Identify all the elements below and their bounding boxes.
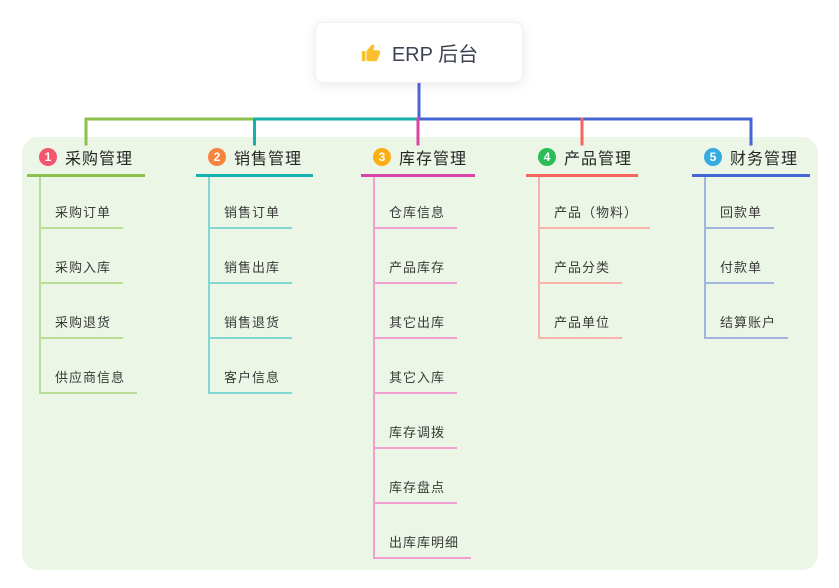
branches-panel [22,137,818,570]
child-node[interactable]: 产品分类 [538,257,623,284]
child-node-row: 回款单 [704,177,810,229]
branch-column: 1 采购管理采购订单采购入库采购退货供应商信息 [27,139,145,394]
root-node[interactable]: ERP 后台 [315,22,523,83]
branch-children: 采购订单采购入库采购退货供应商信息 [27,177,145,394]
root-node-title: ERP 后台 [391,44,479,66]
child-connector-line [39,177,41,394]
child-connector-line [373,177,375,559]
child-node[interactable]: 仓库信息 [373,202,458,229]
child-node[interactable]: 库存调拨 [373,422,458,449]
child-connector-line [704,177,706,339]
branch-children: 回款单付款单结算账户 [692,177,810,339]
child-node-row: 产品（物料） [538,177,651,229]
child-node[interactable]: 采购退货 [39,312,124,339]
branch-children: 产品（物料） 产品分类产品单位 [526,177,651,339]
child-connector-line [538,177,540,339]
child-node[interactable]: 其它出库 [373,312,458,339]
branch-node-label: 采购管理 [65,150,134,168]
branch-number-badge: 1 [39,147,57,166]
child-node-row: 采购退货 [39,284,145,339]
child-node-row: 销售退货 [208,284,313,339]
branch-children: 仓库信息产品库存其它出库其它入库库存调拨库存盘点出库库明细 [361,177,475,559]
branch-node[interactable]: 1 采购管理 [27,139,145,177]
child-node-row: 供应商信息 [39,339,145,394]
child-node-row: 库存调拨 [373,394,475,449]
branch-node-label: 财务管理 [730,150,799,168]
branch-node[interactable]: 3 库存管理 [361,139,475,177]
child-node[interactable]: 回款单 [704,202,775,229]
branch-number-badge: 4 [538,147,556,166]
branch-column: 3 库存管理仓库信息产品库存其它出库其它入库库存调拨库存盘点出库库明细 [361,139,475,559]
child-node[interactable]: 产品（物料） [538,202,651,229]
branch-number-badge: 5 [704,147,722,166]
child-node[interactable]: 付款单 [704,257,775,284]
child-node-row: 结算账户 [704,284,810,339]
branch-number-badge: 2 [208,147,226,166]
child-node-row: 付款单 [704,229,810,284]
child-node[interactable]: 产品库存 [373,257,458,284]
child-node-row: 产品分类 [538,229,638,284]
child-node-row: 采购订单 [39,177,145,229]
child-connector-line [208,177,210,394]
child-node-row: 产品库存 [373,229,475,284]
branch-column: 5 财务管理回款单付款单结算账户 [692,139,810,339]
branch-column: 2 销售管理销售订单销售出库销售退货客户信息 [196,139,313,394]
child-node-row: 销售订单 [208,177,313,229]
child-node[interactable]: 客户信息 [208,367,293,394]
branch-node[interactable]: 5 财务管理 [692,139,810,177]
child-node[interactable]: 采购入库 [39,257,124,284]
child-node[interactable]: 销售订单 [208,202,293,229]
branch-node-label: 销售管理 [234,150,303,168]
child-node-row: 产品单位 [538,284,638,339]
child-node[interactable]: 供应商信息 [39,367,138,394]
child-node[interactable]: 销售出库 [208,257,293,284]
child-node[interactable]: 销售退货 [208,312,293,339]
branch-node-label: 产品管理 [564,150,633,168]
child-node[interactable]: 库存盘点 [373,477,458,504]
branch-children: 销售订单销售出库销售退货客户信息 [196,177,313,394]
thumbs-up-icon [360,42,382,64]
branch-node-label: 库存管理 [399,150,468,168]
child-node[interactable]: 产品单位 [538,312,623,339]
child-node-row: 库存盘点 [373,449,475,504]
child-node-row: 销售出库 [208,229,313,284]
child-node-row: 客户信息 [208,339,313,394]
child-node[interactable]: 结算账户 [704,312,789,339]
child-node-row: 采购入库 [39,229,145,284]
child-node-row: 其它出库 [373,284,475,339]
child-node-row: 出库库明细 [373,504,475,559]
child-node[interactable]: 出库库明细 [373,532,472,559]
child-node-row: 仓库信息 [373,177,475,229]
branch-node[interactable]: 4 产品管理 [526,139,638,177]
child-node[interactable]: 采购订单 [39,202,124,229]
branch-column: 4 产品管理产品（物料） 产品分类产品单位 [526,139,651,339]
child-node-row: 其它入库 [373,339,475,394]
branch-node[interactable]: 2 销售管理 [196,139,313,177]
branch-number-badge: 3 [373,147,391,166]
child-node[interactable]: 其它入库 [373,367,458,394]
